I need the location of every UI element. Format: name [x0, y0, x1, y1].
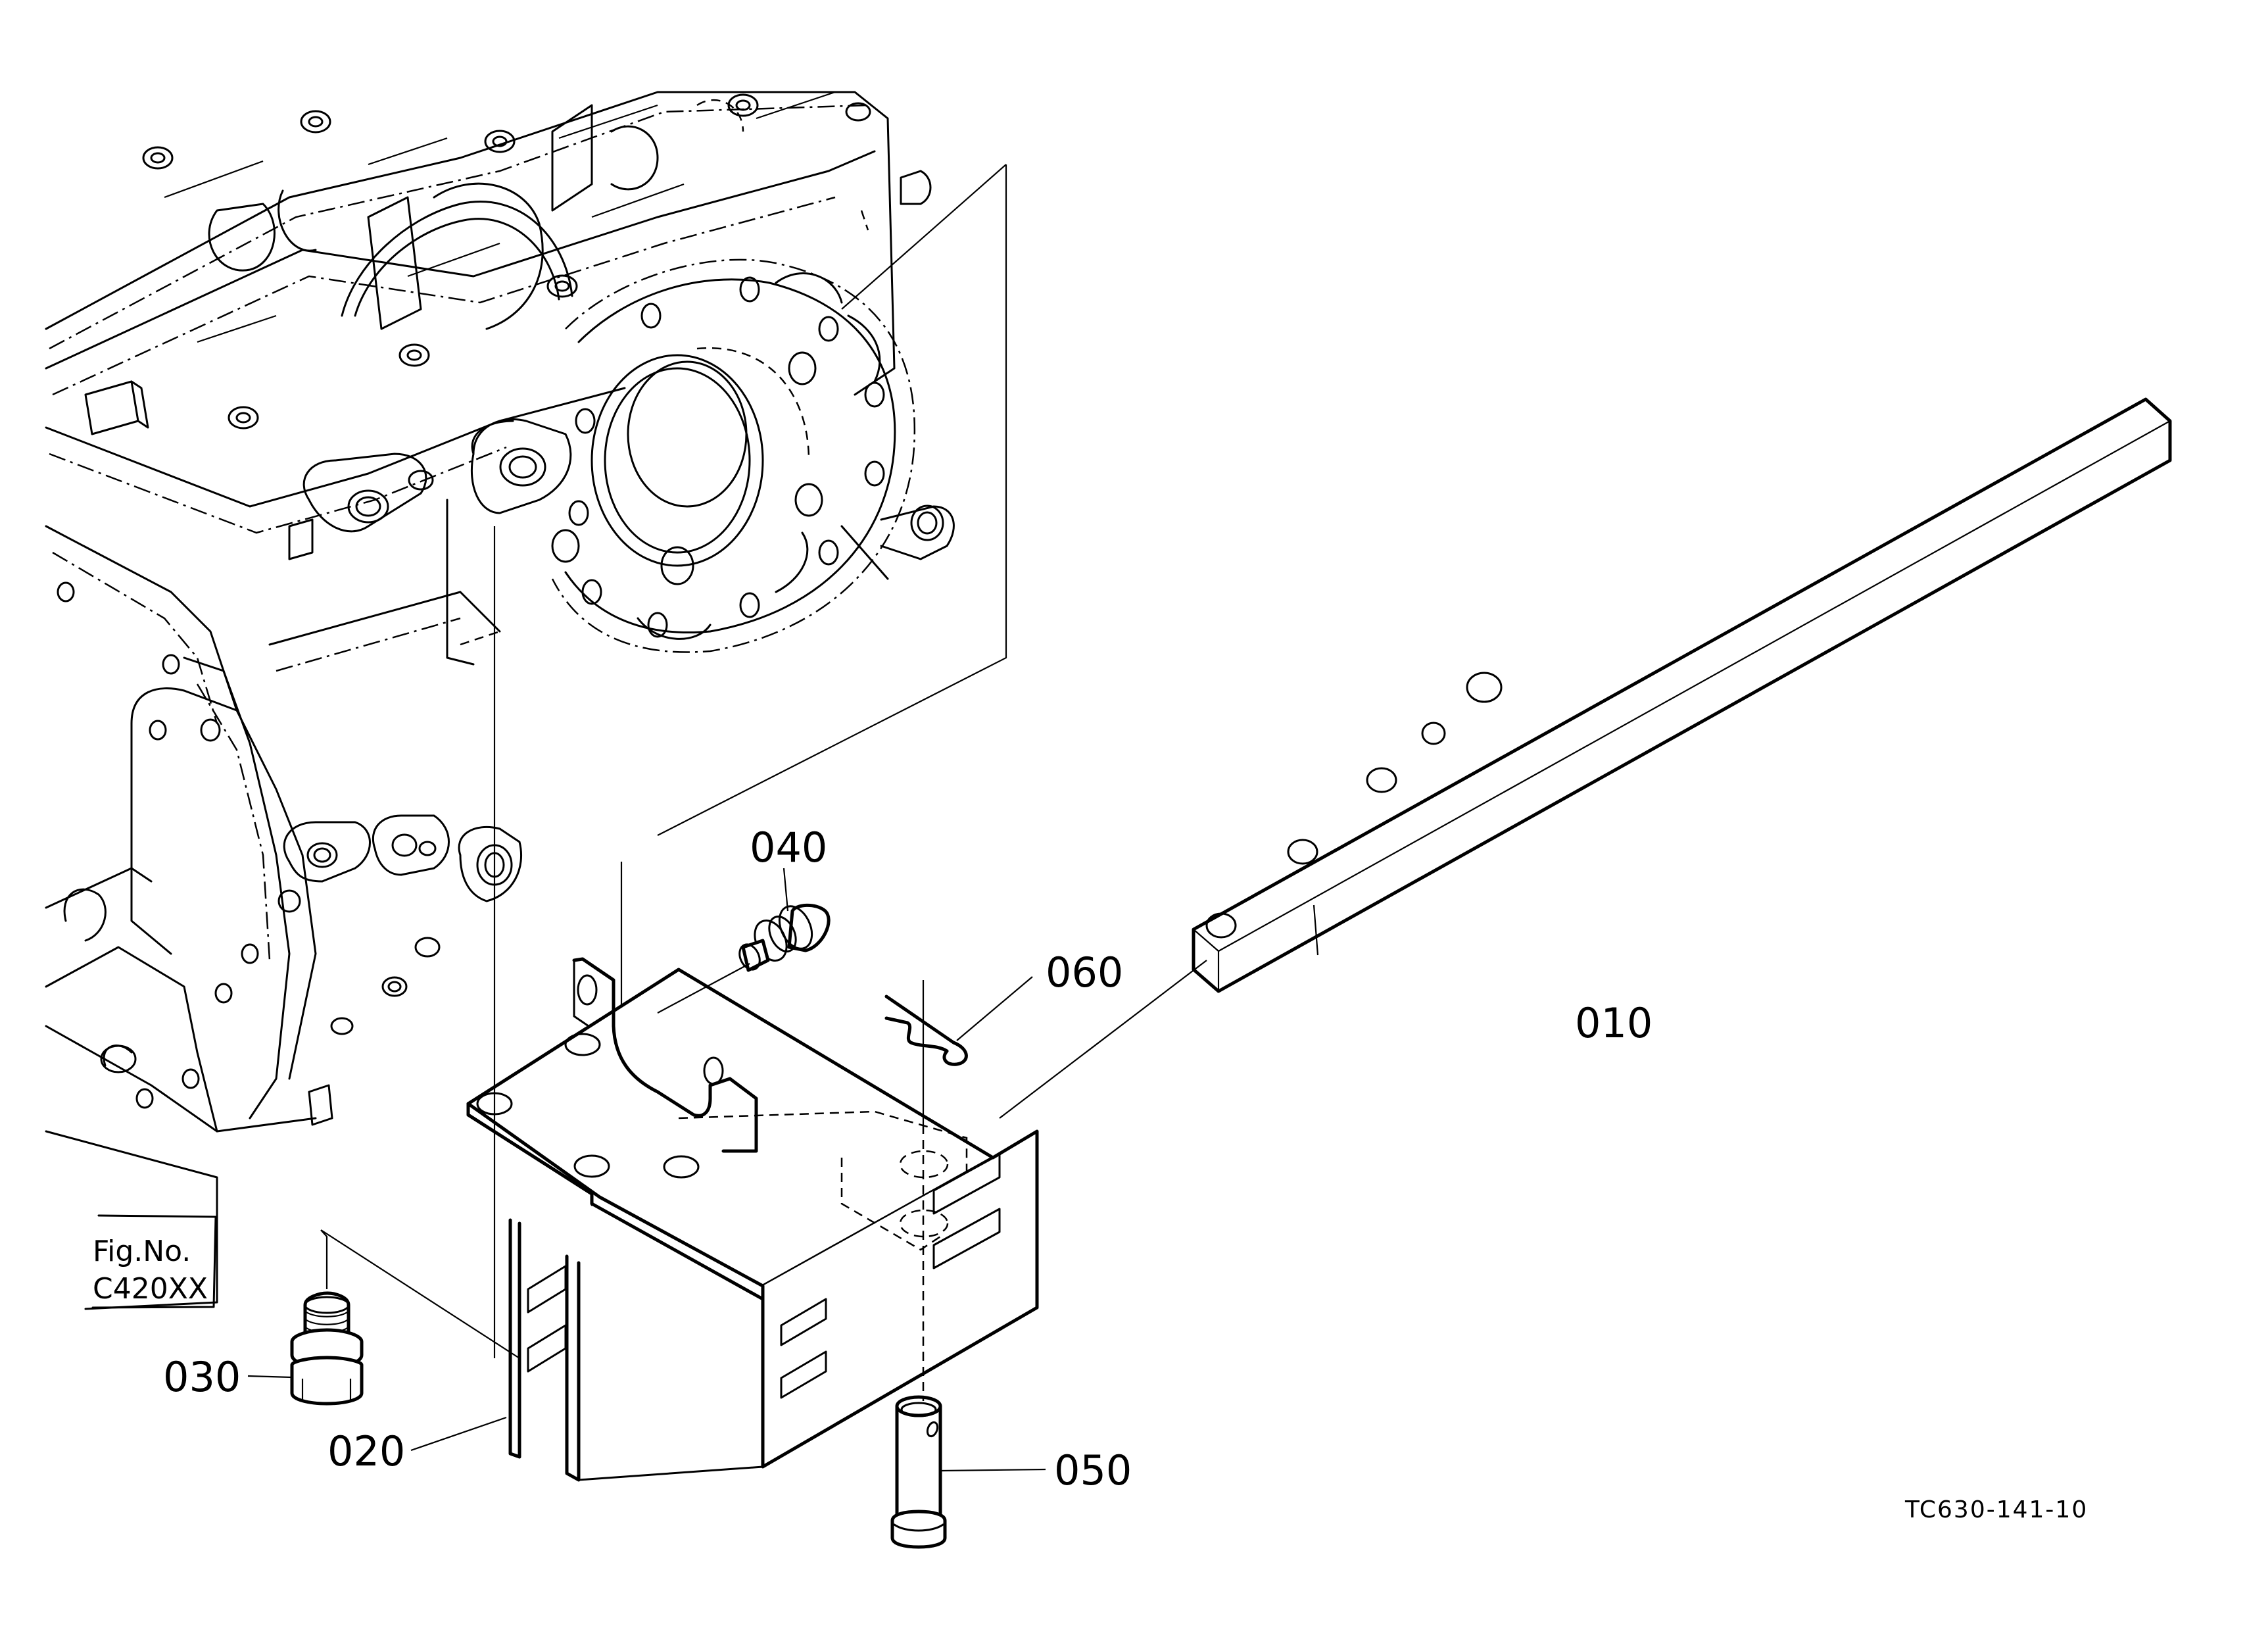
drawing-number: TC630-141-10 [1904, 1496, 2088, 1523]
bracket-slots [780, 1153, 1001, 1399]
assembly-line-030 [320, 1229, 520, 1359]
leader-020 [410, 1416, 507, 1452]
callout-060: 060 [1046, 948, 1123, 996]
gear-housing-flange [551, 258, 916, 653]
part-020-bracket[interactable] [466, 957, 1039, 1482]
part-060-clip[interactable] [884, 995, 968, 1066]
lower-bosses [283, 814, 523, 1035]
flange-holes [57, 581, 301, 1109]
callout-050: 050 [1054, 1446, 1132, 1494]
figure-reference-label: Fig.No. [93, 1235, 191, 1268]
leader-050 [941, 1468, 1046, 1472]
figure-reference-number: C420XX [93, 1272, 208, 1306]
figure-reference: Fig.No. C420XX [91, 1214, 217, 1309]
part-010-drawbar[interactable] [1192, 397, 2172, 993]
leader-010 [1313, 904, 1319, 956]
callout-030: 030 [163, 1353, 241, 1401]
leader-030 [247, 1375, 293, 1379]
drawbar-holes [1205, 672, 1503, 939]
assembly-line-040 [657, 963, 750, 1014]
leader-040 [783, 868, 789, 912]
rail-bolt-holes [142, 93, 871, 430]
leader-060 [956, 976, 1033, 1041]
part-040-fitting[interactable] [736, 901, 831, 973]
callout-040: 040 [750, 823, 827, 872]
case-bosses [288, 418, 572, 560]
callout-010: 010 [1575, 999, 1653, 1047]
callout-020: 020 [327, 1427, 405, 1475]
assembly-line-010 [999, 960, 1207, 1119]
engine-case [45, 91, 1007, 1310]
part-050-pin[interactable] [890, 1395, 947, 1549]
part-030-bolt[interactable] [290, 1291, 364, 1406]
